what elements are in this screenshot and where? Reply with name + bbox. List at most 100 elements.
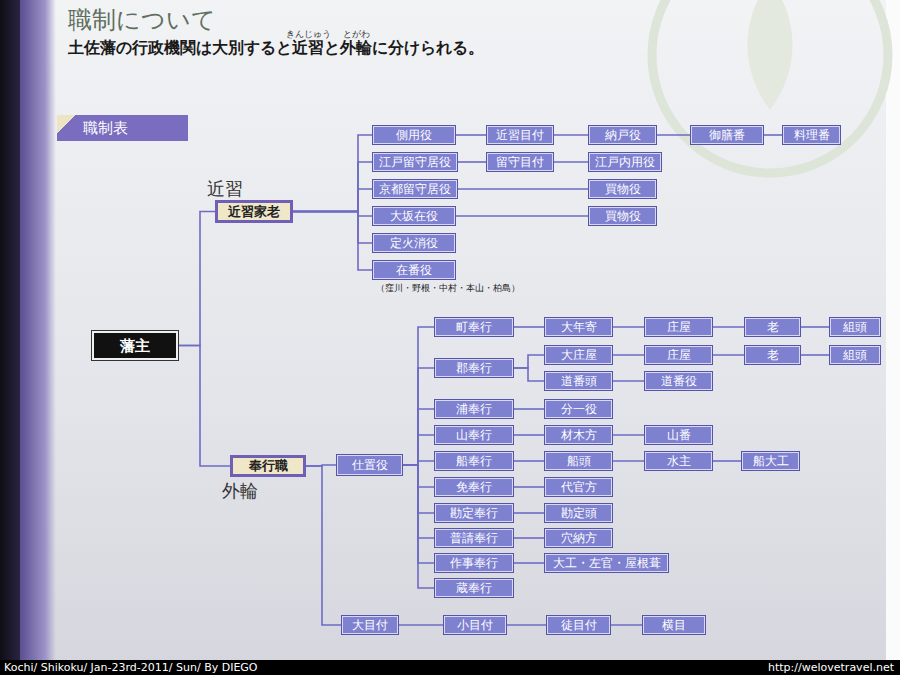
- connector: [457, 189, 589, 190]
- connector: [612, 355, 645, 356]
- office-box: 勘定頭: [545, 504, 612, 522]
- connector-line: [455, 215, 589, 217]
- office-box: 大年寄: [545, 318, 612, 336]
- connector-line: [402, 409, 435, 465]
- node-text: 組頭: [843, 348, 867, 362]
- connector-line: [513, 562, 545, 564]
- connector-line: [178, 212, 215, 346]
- connector-line: [712, 354, 745, 356]
- connector: [612, 435, 645, 436]
- node-text: 勘定頭: [561, 506, 597, 520]
- node-text: 船頭: [567, 454, 591, 468]
- node-text: 御膳番: [709, 128, 745, 142]
- node-text: 近習家老: [228, 204, 280, 220]
- node-text: 江戸内用役: [595, 155, 655, 169]
- label-text: 近習: [207, 178, 243, 200]
- office-box: 側用役: [373, 126, 455, 144]
- node-text: 組頭: [843, 320, 867, 334]
- office-box: 在番役: [373, 261, 455, 279]
- node-text: 山奉行: [456, 428, 492, 442]
- office-box: 組頭: [830, 346, 880, 364]
- connector-line: [293, 212, 373, 271]
- node-text: 側用役: [396, 128, 432, 142]
- node-text: 京都留守居役: [379, 182, 451, 196]
- connector-line: [293, 189, 373, 212]
- connector-line: [402, 368, 435, 465]
- node-text: 大目付: [352, 618, 388, 632]
- label-text: （窪川・野根・中村・本山・柏島）: [376, 283, 520, 294]
- connector: [513, 355, 545, 368]
- node-text: 代官方: [561, 480, 597, 494]
- office-box: 免奉行: [435, 478, 513, 496]
- node-text: 納戸役: [605, 128, 641, 142]
- node-text: 分一役: [561, 402, 597, 416]
- footer-text: http://welovetravel.net: [768, 661, 894, 674]
- connector-line: [612, 380, 645, 382]
- node-text: 仕置役: [352, 458, 388, 472]
- node-text: 免奉行: [456, 480, 492, 494]
- node-text: 山番: [667, 428, 691, 442]
- office-box: 道番役: [645, 372, 712, 390]
- office-box: 普請奉行: [435, 529, 513, 547]
- office-box: 買物役: [589, 180, 656, 198]
- office-box: 定火消役: [373, 234, 455, 252]
- connector-line: [612, 354, 645, 356]
- connector-line: [293, 162, 373, 212]
- connector-line: [402, 327, 435, 465]
- connector: [178, 346, 230, 467]
- node-text: 職制表: [83, 119, 128, 137]
- connector: [178, 212, 215, 346]
- node-text: 蔵奉行: [456, 581, 492, 595]
- office-box: 近習目付: [487, 126, 553, 144]
- connector: [513, 435, 545, 436]
- node-text: 藩主: [120, 337, 150, 355]
- node-text: 庄屋: [667, 320, 691, 334]
- node-text: 船奉行: [456, 454, 492, 468]
- office-box: 町奉行: [435, 318, 513, 336]
- office-box: 材木方: [545, 426, 612, 444]
- connector-line: [612, 326, 645, 328]
- office-box: 大庄屋: [545, 346, 612, 364]
- connector: [656, 135, 691, 136]
- chart-tag: 職制表: [57, 115, 188, 141]
- connector: [712, 461, 742, 462]
- node-text: 老: [767, 348, 779, 362]
- connector: [506, 625, 547, 626]
- node-text: 買物役: [605, 182, 641, 196]
- node-text: 徒目付: [561, 618, 597, 632]
- node-text: 買物役: [605, 209, 641, 223]
- office-box: 勘定奉行: [435, 504, 513, 522]
- office-box: 山番: [645, 426, 712, 444]
- connector: [455, 135, 487, 136]
- office-box: 納戸役: [589, 126, 656, 144]
- connector-line: [513, 326, 545, 328]
- connector: [612, 461, 645, 462]
- office-box: 料理番: [783, 126, 840, 144]
- connector-line: [513, 486, 545, 488]
- connector: [800, 355, 830, 356]
- office-box: 道番頭: [545, 372, 612, 390]
- office-box: 水主: [645, 452, 712, 470]
- office-box: 組頭: [830, 318, 880, 336]
- connector-line: [513, 408, 545, 410]
- connector-line: [293, 212, 373, 244]
- office-box: 山奉行: [435, 426, 513, 444]
- node-text: 定火消役: [390, 236, 438, 250]
- connector: [402, 368, 435, 465]
- lord-box: 藩主: [92, 331, 178, 360]
- connector: [513, 513, 545, 514]
- office-box: 横目: [643, 616, 705, 634]
- office-box: 老: [745, 346, 800, 364]
- office-box: 穴納方: [545, 529, 612, 547]
- connector-line: [513, 537, 545, 539]
- connector: [553, 135, 589, 136]
- node-text: 横目: [662, 618, 686, 632]
- emblem-leaf: [748, 0, 793, 110]
- office-box: 江戸留守居役: [373, 153, 457, 171]
- connector: [293, 212, 373, 271]
- connector: [612, 327, 645, 328]
- connector-line: [610, 624, 643, 626]
- connector-line: [402, 435, 435, 465]
- office-box: 浦奉行: [435, 400, 513, 418]
- label-text: 外輪: [222, 480, 258, 502]
